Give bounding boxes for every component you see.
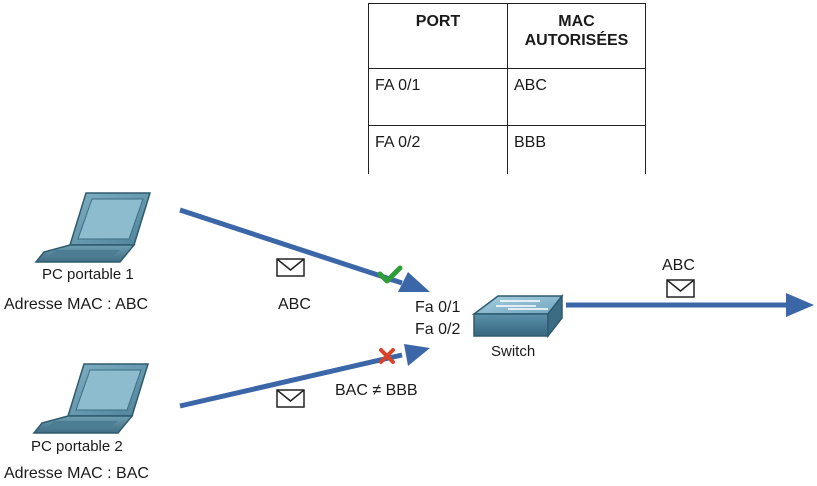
arrow-pc2-to-switch bbox=[179, 344, 430, 409]
table-header-row: PORT MAC AUTORISÉES bbox=[368, 3, 646, 69]
cell-mac: ABC bbox=[507, 68, 646, 126]
pc1-mac-label: Adresse MAC : ABC bbox=[4, 296, 149, 313]
cell-port: FA 0/2 bbox=[368, 125, 508, 174]
mac-table: PORT MAC AUTORISÉES FA 0/1 ABC FA 0/2 BB… bbox=[368, 3, 646, 174]
pc2-name: PC portable 2 bbox=[31, 438, 123, 455]
switch-name: Switch bbox=[491, 343, 536, 360]
arrow-switch-out bbox=[566, 293, 814, 317]
envelope-icon bbox=[666, 279, 695, 298]
pc1-frame-label: ABC bbox=[278, 296, 311, 313]
header-mac: MAC AUTORISÉES bbox=[507, 3, 646, 69]
switch-icon bbox=[471, 293, 564, 339]
pc1-name: PC portable 1 bbox=[42, 266, 134, 283]
arrow-pc1-to-switch bbox=[179, 207, 430, 292]
envelope-icon bbox=[276, 258, 305, 277]
cell-mac: BBB bbox=[507, 125, 646, 174]
check-icon bbox=[377, 265, 403, 284]
envelope-icon bbox=[276, 389, 305, 408]
switch-port-1: Fa 0/1 bbox=[415, 299, 461, 316]
cross-icon bbox=[379, 348, 395, 364]
table-row: FA 0/2 BBB bbox=[368, 125, 646, 174]
pc2-frame-label: BAC ≠ BBB bbox=[335, 382, 418, 399]
laptop-icon bbox=[32, 363, 150, 434]
switch-port-2: Fa 0/2 bbox=[415, 321, 461, 338]
laptop-icon bbox=[34, 192, 152, 263]
out-frame-label: ABC bbox=[662, 257, 695, 274]
header-mac-text: MAC AUTORISÉES bbox=[524, 13, 629, 49]
pc2-mac-label: Adresse MAC : BAC bbox=[4, 465, 149, 482]
header-port: PORT bbox=[368, 3, 508, 69]
table-row: FA 0/1 ABC bbox=[368, 68, 646, 126]
